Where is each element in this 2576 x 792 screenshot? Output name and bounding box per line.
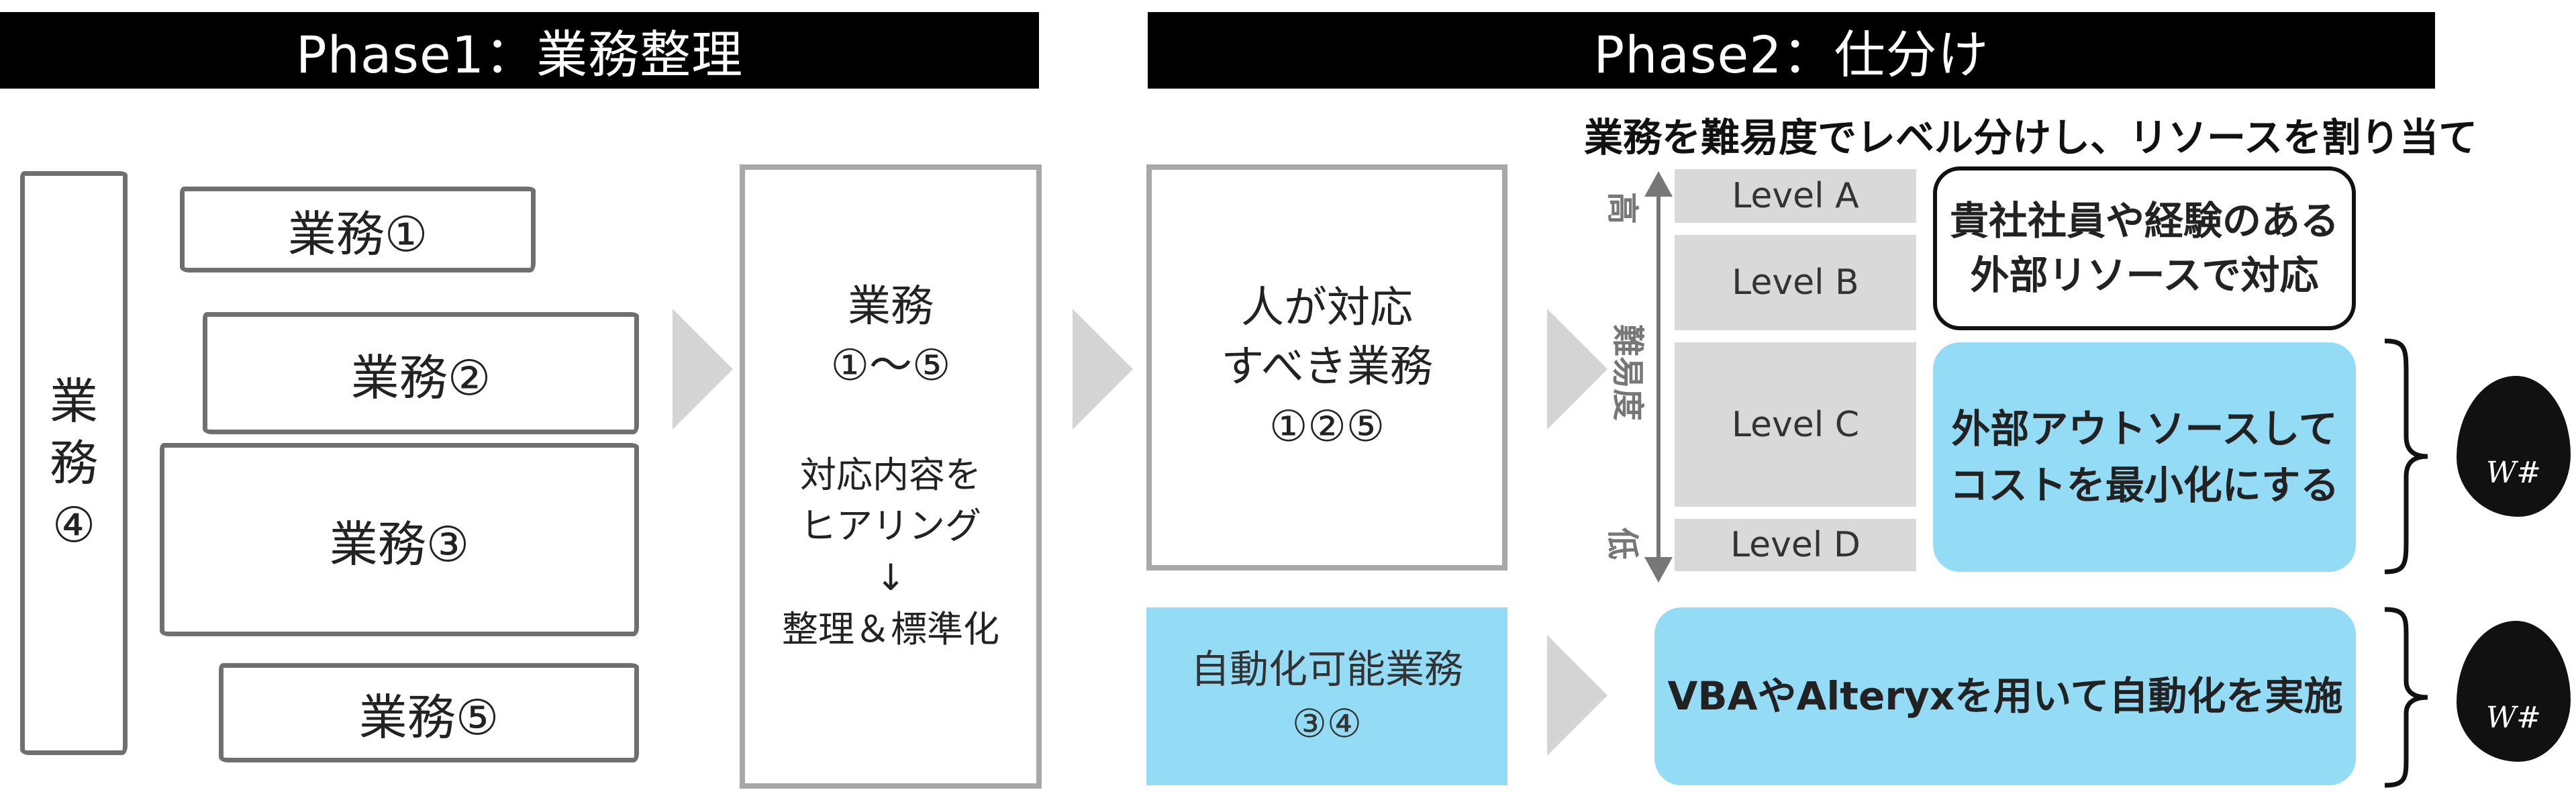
difficulty-axis-text: 難易度: [1609, 324, 1647, 422]
task-1-label: 業務①: [287, 205, 428, 262]
task-box-1: 業務①: [180, 187, 536, 273]
automation-text: VBAやAlteryxを用いて自動化を実施: [1667, 673, 2343, 720]
difficulty-high-label: 高: [1603, 191, 1642, 225]
task-box-3: 業務③: [160, 443, 639, 636]
level-b-box: Level B: [1675, 235, 1916, 330]
phase1-banner: Phase1：業務整理: [0, 12, 1039, 89]
internal-resource-line-1: 貴社社員や経験のある: [1949, 197, 2339, 244]
level-d-label: Level D: [1730, 525, 1861, 565]
phase1-title: Phase1：業務整理: [295, 25, 744, 85]
difficulty-axis-arrow-down-icon: [1644, 557, 1673, 583]
human-tasks-line-3: ①②⑤: [1269, 401, 1385, 452]
egg-logo-icon-upper: W#: [2457, 376, 2571, 517]
phase2-banner: Phase2：仕分け: [1148, 12, 2435, 89]
difficulty-axis-label: 難易度: [1597, 322, 1665, 423]
difficulty-low-label: 低: [1603, 527, 1642, 560]
down-arrow-icon: ↓: [875, 556, 906, 599]
task-4-char-1: 業: [49, 373, 98, 430]
flow-arrow-4: [1547, 635, 1607, 756]
flow-arrow-1: [673, 309, 733, 430]
flow-arrow-3: [1547, 309, 1607, 430]
task-3-label: 業務③: [329, 515, 470, 573]
task-summary-panel: 業務 ①～⑤ 対応内容を ヒアリング ↓ 整理＆標準化: [740, 164, 1042, 789]
outsource-box: 外部アウトソースして コストを最小化にする: [1933, 342, 2356, 572]
summary-sub-2: ヒアリング: [800, 505, 981, 548]
egg-logo-text-lower: W#: [2485, 701, 2542, 735]
level-a-box: Level A: [1675, 169, 1916, 223]
human-tasks-line-2: すべき業務: [1221, 342, 1433, 393]
task-4-char-2: 務: [49, 434, 98, 491]
summary-sub-1: 対応内容を: [800, 453, 981, 496]
human-tasks-panel: 人が対応 すべき業務 ①②⑤: [1146, 164, 1507, 571]
outsource-line-1: 外部アウトソースして: [1951, 405, 2338, 452]
automation-box: VBAやAlteryxを用いて自動化を実施: [1654, 607, 2356, 785]
task-2-label: 業務②: [350, 349, 491, 406]
level-a-label: Level A: [1732, 176, 1859, 216]
human-tasks-line-1: 人が対応: [1241, 283, 1413, 334]
phase2-subtitle: 業務を難易度でレベル分けし、リソースを割り当て: [1584, 115, 2478, 160]
task-box-5: 業務⑤: [219, 663, 639, 762]
task-box-4: 業 務 ④: [20, 171, 128, 755]
level-b-label: Level B: [1732, 262, 1859, 303]
brace-upper-icon: [2384, 338, 2428, 575]
difficulty-axis-arrow-up-icon: [1644, 171, 1673, 197]
task-5-label: 業務⑤: [358, 689, 499, 746]
internal-resource-line-2: 外部リソースで対応: [1970, 252, 2319, 298]
phase2-title: Phase2：仕分け: [1593, 25, 1989, 85]
auto-tasks-line-1: 自動化可能業務: [1190, 646, 1463, 693]
summary-line-1: 業務: [848, 282, 934, 332]
egg-logo-text-upper: W#: [2485, 456, 2542, 490]
brace-lower-icon: [2384, 607, 2428, 788]
auto-tasks-line-2: ③④: [1292, 700, 1362, 746]
task-box-2: 業務②: [203, 312, 639, 434]
summary-sub-3: 整理＆標準化: [782, 607, 999, 650]
internal-resource-box: 貴社社員や経験のある 外部リソースで対応: [1933, 166, 2356, 330]
level-d-box: Level D: [1675, 519, 1916, 571]
level-c-label: Level C: [1731, 404, 1860, 445]
egg-logo-icon-lower: W#: [2457, 621, 2571, 762]
task-4-char-3: ④: [52, 497, 96, 554]
summary-line-2: ①～⑤: [830, 341, 951, 391]
outsource-line-2: コストを最小化にする: [1949, 462, 2340, 508]
flow-arrow-2: [1073, 309, 1133, 430]
difficulty-axis-line: [1656, 195, 1661, 564]
automatable-tasks-box: 自動化可能業務 ③④: [1146, 607, 1507, 785]
level-c-box: Level C: [1675, 342, 1916, 507]
